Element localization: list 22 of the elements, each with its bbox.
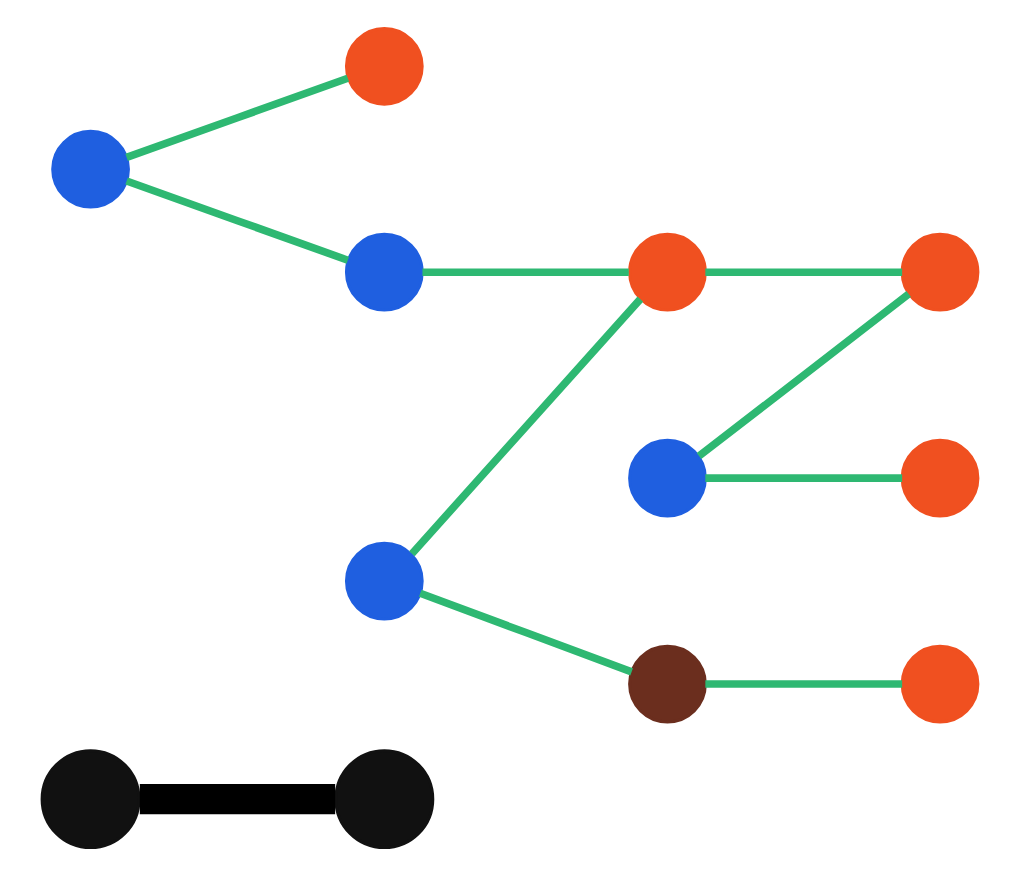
connector [704, 474, 902, 482]
connector [138, 784, 335, 815]
node-circle [50, 129, 129, 209]
connector [704, 268, 902, 276]
connector [421, 268, 628, 276]
node-circle [627, 438, 706, 518]
node-circle [899, 438, 979, 518]
node-circle [343, 541, 423, 621]
node-circle [333, 749, 434, 850]
connector [704, 680, 902, 688]
connector [695, 291, 910, 460]
node-circle [899, 644, 979, 724]
node-circle [627, 232, 706, 312]
node-circle [343, 26, 423, 106]
connector [124, 74, 349, 161]
connector [417, 589, 632, 676]
connector [124, 177, 349, 264]
connector [408, 296, 643, 557]
node-circle [627, 644, 706, 724]
node-circle [343, 232, 423, 312]
node-circle [39, 749, 140, 850]
node-circle [899, 232, 979, 312]
